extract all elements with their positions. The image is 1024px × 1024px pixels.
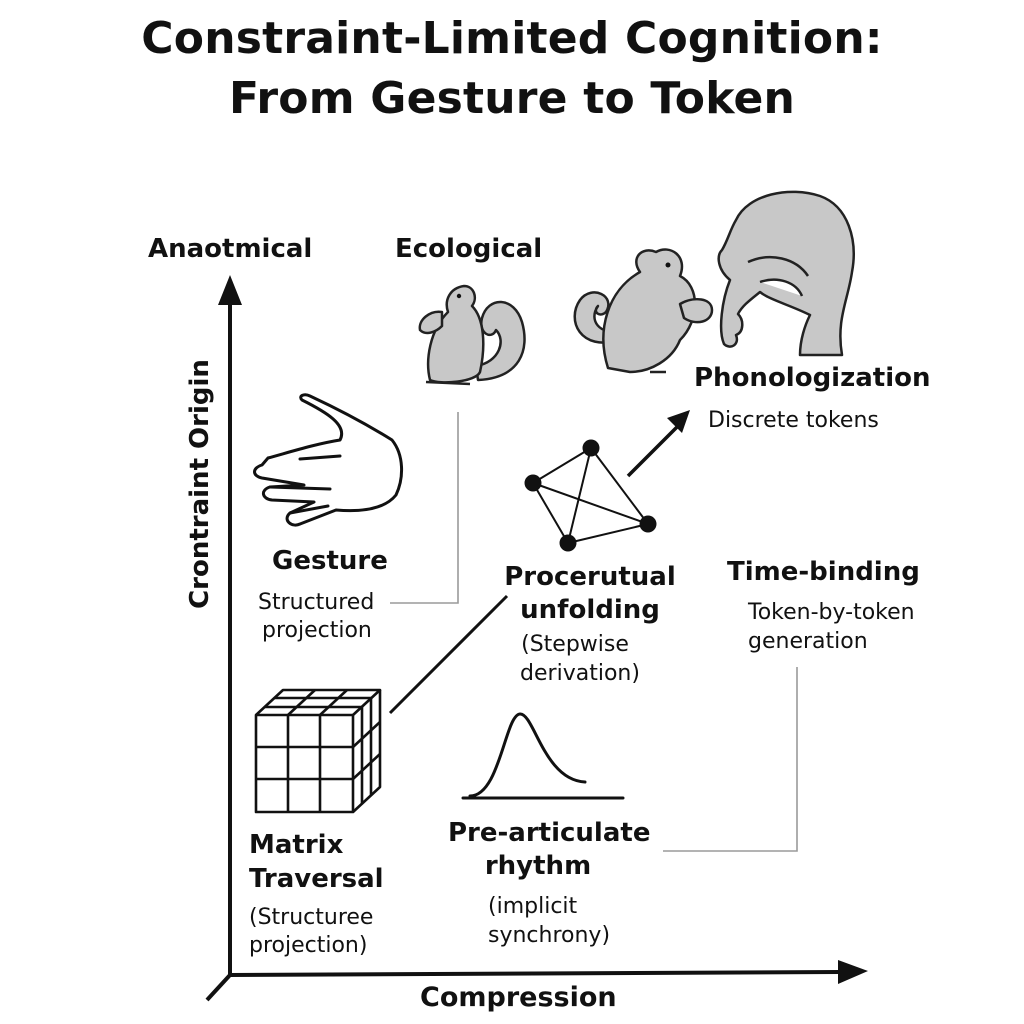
arrow-head-icon — [667, 410, 690, 433]
network-graph-icon — [524, 439, 657, 552]
phonologization-title: Phonologization — [694, 363, 931, 393]
top-mid-label: Ecological — [395, 234, 543, 264]
matrix-subtitle-1: (Structuree — [249, 905, 374, 930]
y-axis — [218, 275, 242, 975]
axis-origin-tick — [205, 973, 232, 1002]
grid-cube-icon — [254, 688, 382, 814]
x-axis-label: Compression — [420, 982, 617, 1013]
time-binding-subtitle-1: Token-by-token — [748, 600, 915, 625]
bell-curve-icon — [461, 712, 625, 800]
y-axis-label: Crontraint Origin — [185, 359, 215, 609]
connector-matrix-procedural — [388, 594, 509, 715]
rhythm-subtitle-2: synchrony) — [488, 923, 611, 948]
arrow-to-phonologization — [626, 422, 682, 478]
x-axis — [229, 960, 868, 984]
vocal-tract-head-icon — [717, 190, 855, 357]
matrix-title-1: Matrix — [249, 830, 344, 860]
open-hand-icon — [253, 393, 403, 527]
connector-gesture-ecological — [390, 412, 459, 604]
connector-rhythm-timebinding — [663, 667, 798, 852]
procedural-subtitle-1: (Stepwise — [521, 632, 629, 657]
rhythm-subtitle-1: (implicit — [488, 894, 578, 919]
time-binding-subtitle-2: generation — [748, 629, 868, 654]
matrix-title-2: Traversal — [249, 864, 384, 894]
matrix-subtitle-2: projection) — [249, 933, 368, 958]
phonologization-subtitle: Discrete tokens — [708, 408, 879, 433]
diagram-title-line2: From Gesture to Token — [228, 73, 796, 124]
rhythm-title-2: rhythm — [484, 851, 592, 881]
rhythm-title-1: Pre-articulate — [448, 818, 651, 848]
procedural-subtitle-2: derivation) — [520, 661, 640, 686]
squirrel-icon — [418, 284, 526, 386]
diagram-title-line1: Constraint-Limited Cognition: — [141, 13, 883, 64]
procedural-title-2: unfolding — [520, 595, 660, 625]
squirrel-eating-icon — [573, 248, 714, 374]
gesture-subtitle-2: projection — [262, 618, 372, 643]
time-binding-title: Time-binding — [727, 557, 920, 587]
gesture-title: Gesture — [272, 546, 388, 576]
procedural-title-1: Procerutual — [504, 562, 676, 592]
top-left-label: Anaotmical — [148, 234, 313, 264]
gesture-subtitle-1: Structured — [258, 590, 375, 615]
